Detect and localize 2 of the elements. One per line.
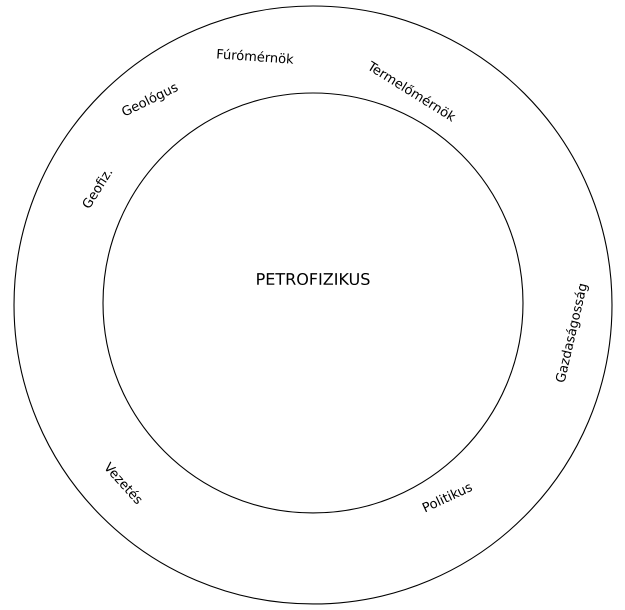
ring-label: Fúrómérnök bbox=[217, 48, 294, 64]
center-title: PETROFIZIKUS bbox=[257, 272, 370, 286]
